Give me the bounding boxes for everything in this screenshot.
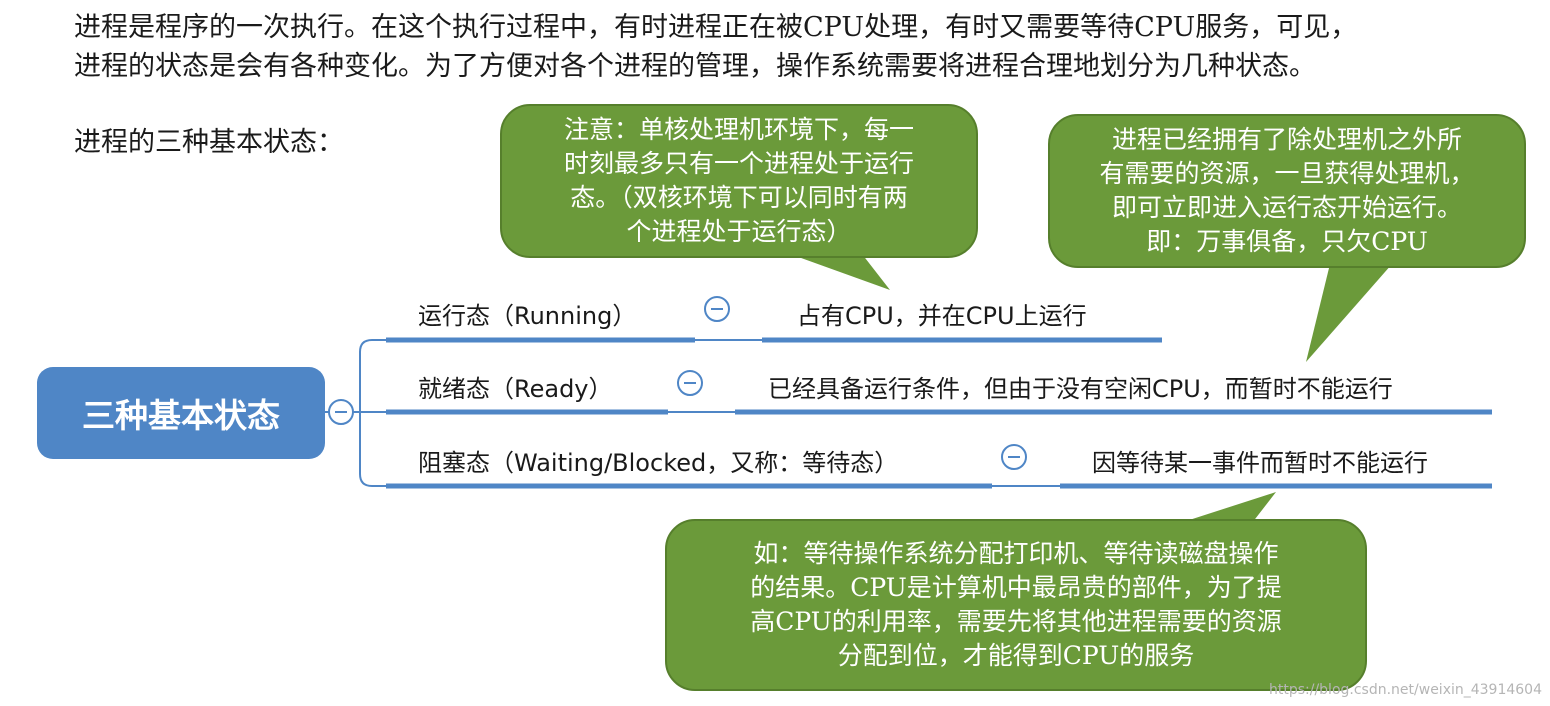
intro-line-1: 进程是程序的一次执行。在这个执行过程中，有时进程正在被CPU处理，有时又需要等待…: [74, 12, 1358, 43]
callout-line: 如：等待操作系统分配打印机、等待读磁盘操作: [753, 539, 1279, 568]
callout-line: 的结果。CPU是计算机中最昂贵的部件，为了提: [750, 573, 1282, 602]
minus-icon: [711, 308, 723, 310]
branch-desc-blocked: 因等待某一事件而暂时不能运行: [1092, 449, 1428, 477]
callout-line: 时刻最多只有一个进程处于运行: [563, 149, 914, 178]
branch-desc-ready: 已经具备运行条件，但由于没有空闲CPU，而暂时不能运行: [768, 375, 1393, 403]
callout-line: 即可立即进入运行态开始运行。: [1111, 193, 1462, 222]
section-heading: 进程的三种基本状态：: [74, 127, 344, 158]
root-node[interactable]: 三种基本状态: [37, 367, 325, 459]
callout-line: 高CPU的利用率，需要先将其他进程需要的资源: [750, 607, 1282, 636]
branch-label-running: 运行态（Running）: [418, 302, 637, 330]
blocked-collapse-button[interactable]: [1001, 444, 1027, 470]
root-collapse-button[interactable]: [328, 399, 354, 425]
branch-label-ready: 就绪态（Ready）: [418, 375, 613, 403]
intro-line-2: 进程的状态是会有各种变化。为了方便对各个进程的管理，操作系统需要将进程合理地划分…: [74, 51, 1316, 82]
ready-state-callout: 进程已经拥有了除处理机之外所 有需要的资源，一旦获得处理机， 即可立即进入运行态…: [1048, 114, 1526, 268]
watermark: https://blog.csdn.net/weixin_43914604: [1268, 682, 1542, 698]
callout-line: 进程已经拥有了除处理机之外所: [1111, 125, 1462, 154]
single-core-callout-tail: [790, 254, 890, 290]
minus-icon: [1008, 456, 1020, 458]
callout-line: 态。（双核环境下可以同时有两: [570, 183, 908, 212]
running-collapse-button[interactable]: [704, 296, 730, 322]
callout-line: 个进程处于运行态）: [626, 217, 852, 246]
branch-label-blocked: 阻塞态（Waiting/Blocked，又称：等待态）: [418, 449, 899, 477]
ready-callout-tail: [1306, 264, 1392, 362]
minus-icon: [684, 382, 696, 384]
minus-icon: [335, 411, 347, 413]
blocked-callout-tail: [1180, 492, 1276, 523]
root-node-label: 三种基本状态: [82, 396, 280, 435]
callout-line: 即：万事俱备，只欠CPU: [1146, 227, 1428, 256]
callout-line: 注意：单核处理机环境下，每一: [563, 115, 914, 144]
ready-collapse-button[interactable]: [677, 370, 703, 396]
single-core-callout: 注意：单核处理机环境下，每一 时刻最多只有一个进程处于运行 态。（双核环境下可以…: [500, 104, 978, 258]
intro-paragraph: 进程是程序的一次执行。在这个执行过程中，有时进程正在被CPU处理，有时又需要等待…: [74, 8, 1514, 86]
callout-line: 有需要的资源，一旦获得处理机，: [1099, 159, 1475, 188]
blocked-state-callout: 如：等待操作系统分配打印机、等待读磁盘操作 的结果。CPU是计算机中最昂贵的部件…: [665, 519, 1367, 691]
branch-desc-running: 占有CPU，并在CPU上运行: [797, 302, 1087, 330]
callout-line: 分配到位，才能得到CPU的服务: [837, 641, 1195, 670]
